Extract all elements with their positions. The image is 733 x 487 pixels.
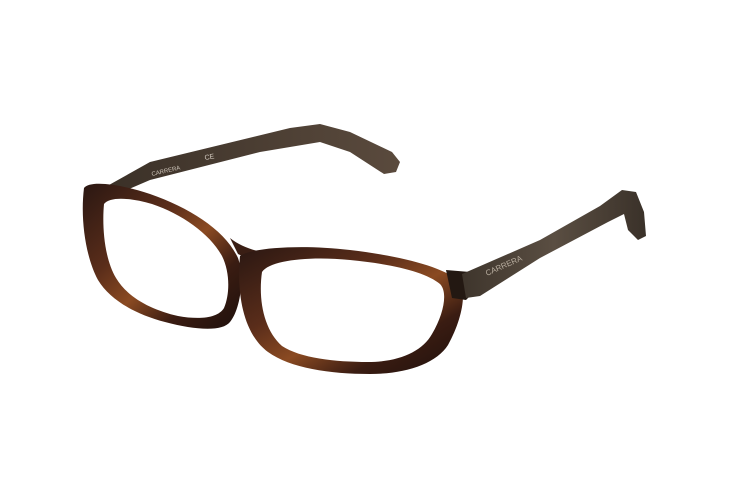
ce-mark: CE: [204, 153, 215, 162]
right-temple-arm: [462, 190, 646, 298]
left-lens-rim: [82, 183, 242, 329]
lens-glare: [299, 267, 411, 283]
left-temple-arm: [100, 124, 400, 198]
right-lens-rim: [239, 247, 463, 374]
